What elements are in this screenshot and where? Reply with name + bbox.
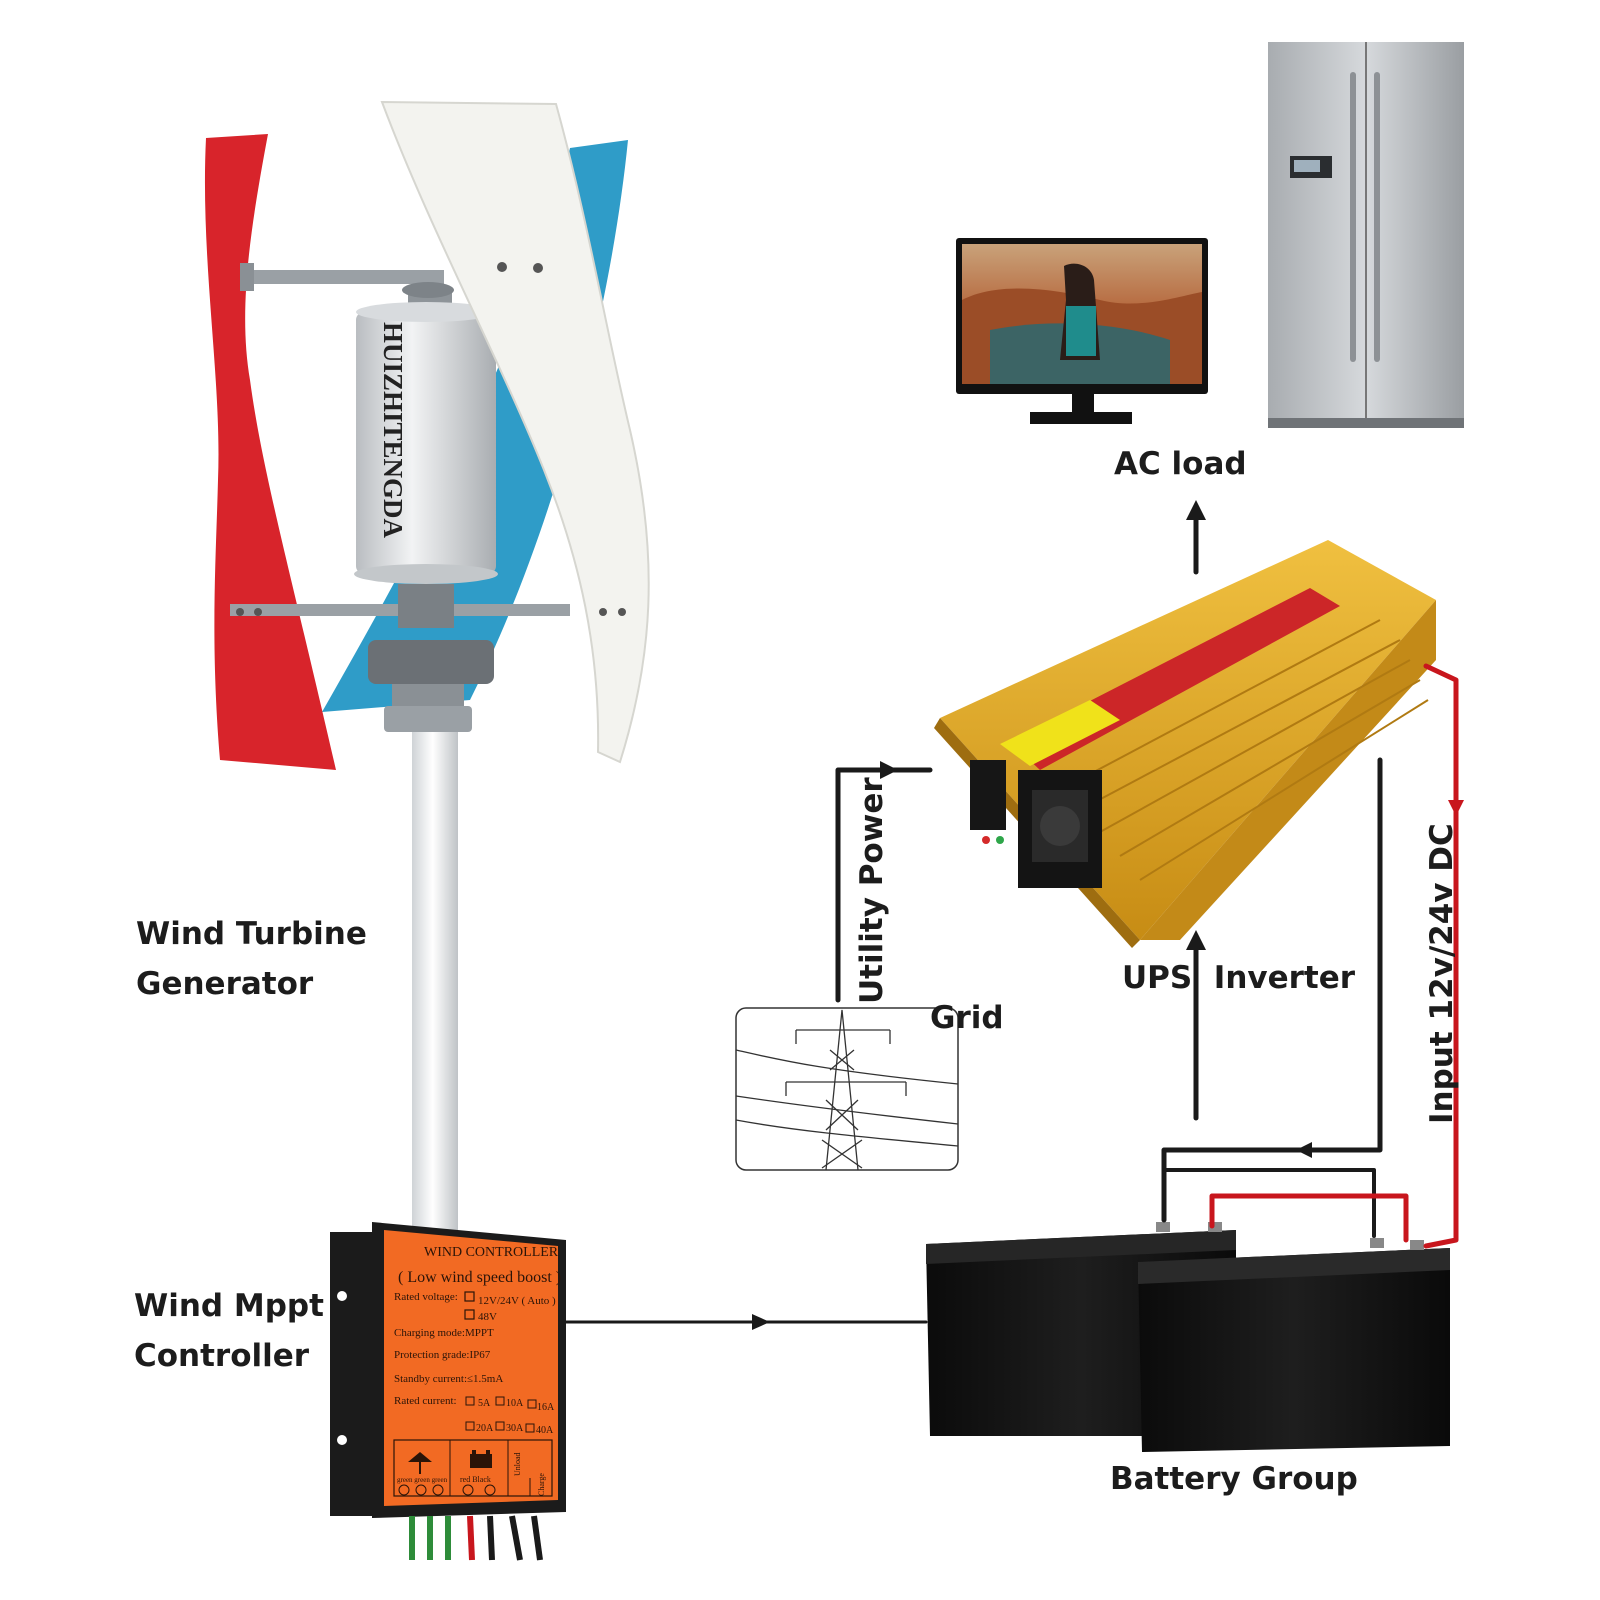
refrigerator bbox=[1268, 42, 1464, 428]
rated-current-label: Rated current: bbox=[394, 1395, 457, 1407]
battery-symbol-icon bbox=[470, 1450, 492, 1468]
controller-subtitle: ( Low wind speed boost ) bbox=[398, 1269, 561, 1286]
grid-tower bbox=[735, 1007, 959, 1171]
wire-grid-to-inverter bbox=[835, 767, 899, 1003]
protection-grade: Protection grade:IP67 bbox=[394, 1349, 491, 1361]
current-option-5a: 5A bbox=[478, 1398, 491, 1409]
voltage-option-2: 48V bbox=[478, 1311, 497, 1323]
tv-monitor bbox=[956, 238, 1208, 424]
battery-group-label: Battery Group bbox=[1110, 1461, 1358, 1497]
controller-title: WIND CONTROLLER bbox=[424, 1245, 559, 1260]
terminal-label-charge: Charge bbox=[537, 1473, 546, 1496]
red-blade bbox=[204, 134, 336, 770]
white-blade bbox=[380, 100, 650, 764]
wind-controller: WIND CONTROLLER ( Low wind speed boost )… bbox=[330, 1222, 566, 1561]
current-option-20a: 20A bbox=[476, 1423, 494, 1434]
wiring bbox=[564, 500, 1464, 1330]
current-option-10a: 10A bbox=[506, 1398, 524, 1409]
terminal-label-unload: Unload bbox=[513, 1452, 522, 1476]
ups-inverter-label: UPS Inverter bbox=[1122, 960, 1356, 996]
input-dc-label: Input 12v/24v DC bbox=[1424, 823, 1460, 1124]
wire-battery-red-link bbox=[1209, 1193, 1409, 1243]
wind-mppt-label-line2: Controller bbox=[134, 1337, 310, 1374]
voltage-option-1: 12V/24V ( Auto ) bbox=[478, 1295, 556, 1307]
terminal-label-red-black: red Black bbox=[460, 1475, 491, 1484]
current-option-30a: 30A bbox=[506, 1423, 524, 1434]
wind-turbine-label: Wind Turbine Generator bbox=[136, 910, 367, 1009]
standby-current: Standby current:≤1.5mA bbox=[394, 1373, 503, 1385]
wind-turbine-label-line2: Generator bbox=[136, 965, 314, 1002]
wind-turbine-label-line1: Wind Turbine bbox=[136, 916, 367, 952]
utility-power-label: Utility Power bbox=[854, 777, 890, 1004]
ups-inverter bbox=[934, 540, 1436, 948]
wire-red-dc-input bbox=[1423, 663, 1459, 1249]
current-option-40a: 40A bbox=[536, 1425, 554, 1436]
battery-group bbox=[926, 1222, 1450, 1452]
grid-label: Grid bbox=[930, 1000, 1004, 1036]
wind-turbine: HUIZHITENGDA bbox=[204, 100, 650, 1250]
controller-cables bbox=[409, 1515, 543, 1561]
controller-face bbox=[384, 1230, 558, 1506]
ac-load-label: AC load bbox=[1114, 446, 1247, 482]
turbine-pole bbox=[412, 730, 458, 1250]
wind-mppt-label-line1: Wind Mppt bbox=[134, 1288, 324, 1324]
rated-voltage-label: Rated voltage: bbox=[394, 1291, 458, 1303]
current-option-16a: 16A bbox=[537, 1402, 555, 1413]
wind-mppt-label: Wind Mppt Controller bbox=[134, 1282, 324, 1381]
generator-body bbox=[356, 312, 496, 574]
turbine-brand: HUIZHITENGDA bbox=[378, 322, 408, 539]
turbine-symbol-icon bbox=[408, 1452, 432, 1474]
charging-mode: Charging mode:MPPT bbox=[394, 1327, 494, 1339]
terminal-label-green: green green green bbox=[397, 1476, 448, 1484]
upper-arm bbox=[244, 270, 444, 284]
